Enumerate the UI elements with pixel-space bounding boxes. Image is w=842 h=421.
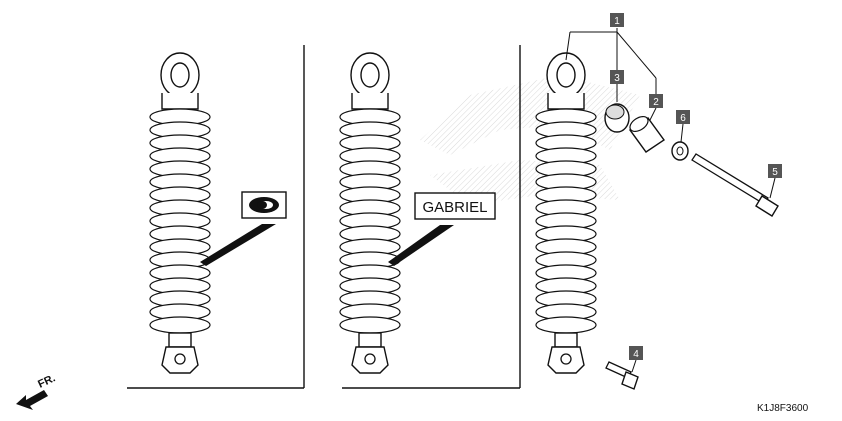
shock-absorber-middle <box>339 52 401 374</box>
callout-2: 2 <box>649 94 663 108</box>
callout-3: 3 <box>610 70 624 84</box>
svg-text:5: 5 <box>772 167 778 178</box>
part-long-bolt <box>691 153 779 217</box>
leader-lines <box>565 28 776 373</box>
callout-5: 5 <box>768 164 782 178</box>
svg-text:6: 6 <box>680 113 686 124</box>
drawing-code: K1J8F3600 <box>757 403 809 414</box>
part-washer <box>671 141 689 161</box>
svg-text:2: 2 <box>653 97 659 108</box>
svg-text:3: 3 <box>614 73 620 84</box>
part-short-bolt <box>605 361 639 390</box>
svg-text:1: 1 <box>614 16 620 27</box>
callout-6: 6 <box>676 110 690 124</box>
part-bush <box>604 103 630 133</box>
brand-label: GABRIEL <box>422 199 487 216</box>
callout-1: 1 <box>610 13 624 27</box>
front-direction-indicator: FR. <box>16 372 57 410</box>
shock-absorber-left <box>149 52 211 374</box>
svg-text:4: 4 <box>633 349 639 360</box>
callout-4: 4 <box>629 346 643 360</box>
svg-text:FR.: FR. <box>36 372 57 390</box>
part-collar <box>629 115 665 153</box>
panel-borders <box>127 45 521 389</box>
marking-pointer-left <box>200 191 287 266</box>
brand-label-box <box>414 192 496 220</box>
front-arrow-icon <box>16 390 48 410</box>
watermark-wing-logo <box>420 75 640 205</box>
brand-pointer: GABRIEL <box>388 192 496 266</box>
